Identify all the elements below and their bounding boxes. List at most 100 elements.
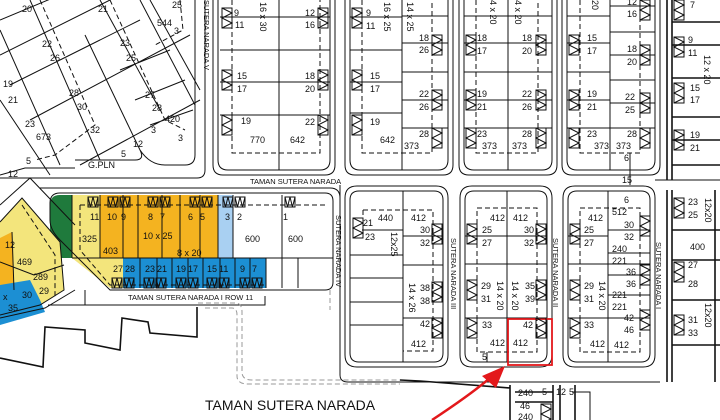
lot-label: 23 [145,264,155,274]
lot-label: 35 [525,281,535,291]
gate-icon [465,317,479,339]
lot-label: 642 [290,135,305,145]
gate-icon [638,0,652,21]
gate-icon [316,114,330,136]
lot-label: 9 [234,8,239,18]
lot-label: 1 [283,212,288,222]
lot-label: 221 [612,256,627,266]
lot-label: 9 [366,8,371,18]
gate-icon [567,34,581,56]
gate-icon [350,69,364,91]
gate-shape [316,114,330,136]
lot-label: 373 [594,141,609,151]
lot-label: 30 [420,225,430,235]
gate-icon [430,223,444,245]
lot-label: 42 [624,313,634,323]
yellow-lot-403[interactable] [72,258,123,288]
lot-label: 15 [207,264,217,274]
lot-label: 412 [411,213,426,223]
lot-label: 14 x 20 [495,281,505,311]
lot-label: 12 [305,8,315,18]
lot-label: 18 [522,33,532,43]
gate-shape [218,277,230,289]
lot-label: 512 [612,207,627,217]
lot-label: 32 [524,238,534,248]
gate-shape [638,0,652,21]
gate-shape [220,114,234,136]
gate-shape [316,7,330,29]
lot-label: 600 [288,234,303,244]
gate-icon [222,196,234,208]
gate-shape [87,196,99,208]
site-boundary [0,290,591,420]
lot-label: 18 [305,71,315,81]
lot-label: 14 x 26 [407,283,417,313]
lot-label: 412 [411,339,426,349]
street-label-bottom: TAMAN SUTERA NARADA [205,397,376,413]
lot-label: 31 [481,294,491,304]
gate-shape [464,127,478,149]
lot-label: 32 [420,238,430,248]
gate-icon [638,44,652,66]
gate-shape [430,89,444,111]
gate-shape [350,7,364,29]
lot-label: 21 [690,143,700,153]
lot-label: 12 [556,387,566,397]
gate-shape [234,196,246,208]
gate-shape [672,261,686,283]
gate-shape [220,69,234,91]
lot-label: 21 [8,95,18,105]
light-blue-lot-3[interactable] [218,195,233,258]
gate-icon [672,261,686,283]
lot-label: 22 [305,117,315,127]
lot-label: 8 [148,212,153,222]
lot-label: 5 [200,212,205,222]
lot-label: 412 [513,213,528,223]
lot-label: 11 [688,48,697,58]
lot-label: 15 [237,71,247,81]
gate-shape [567,89,581,111]
lot-label: 11 [90,212,99,222]
gate-shape [534,317,548,339]
lot-label: 11 [235,20,244,30]
gate-icon [147,196,159,208]
lot-label: 12 [5,240,15,250]
lot-label: 27 [584,238,594,248]
lot-label: x [3,292,8,302]
highlight-arrow-icon [431,377,491,420]
lot-label: 440 [378,213,393,223]
gate-shape [465,279,479,301]
gate-icon [672,129,686,151]
gate-shape [430,127,444,149]
lot-label: 26 [419,102,429,112]
lot-label: 7 [252,264,257,274]
lot-label: 5 [121,149,126,159]
lot-label: 17 [587,46,597,56]
highlighted-lot-box[interactable] [507,318,553,366]
gate-shape [430,34,444,56]
gate-icon [534,127,548,149]
lot-label: 16 [627,9,637,19]
lot-label: 26 [419,45,429,55]
lot-label: 21 [477,102,487,112]
lot-label: 3 [178,133,183,143]
gate-shape [430,281,444,303]
lot-label: 7 [160,212,165,222]
gate-icon [567,127,581,149]
gate-icon [119,196,131,208]
gate-shape [465,317,479,339]
lot-label: 30 [624,220,634,230]
lot-label: 373 [482,141,497,151]
lot-label: 18 [627,44,637,54]
gate-shape [147,196,159,208]
gate-icon [284,196,296,208]
lot-label: 10 [107,212,117,222]
lot-label: 15 [587,33,597,43]
lot-label: 25 [482,225,492,235]
lot-label: 17 [690,95,700,105]
left-lot-cluster [0,177,76,325]
lot-label: 5 [542,387,547,397]
lot-label: 11 [366,21,375,31]
lot-label: 21 [587,102,597,112]
